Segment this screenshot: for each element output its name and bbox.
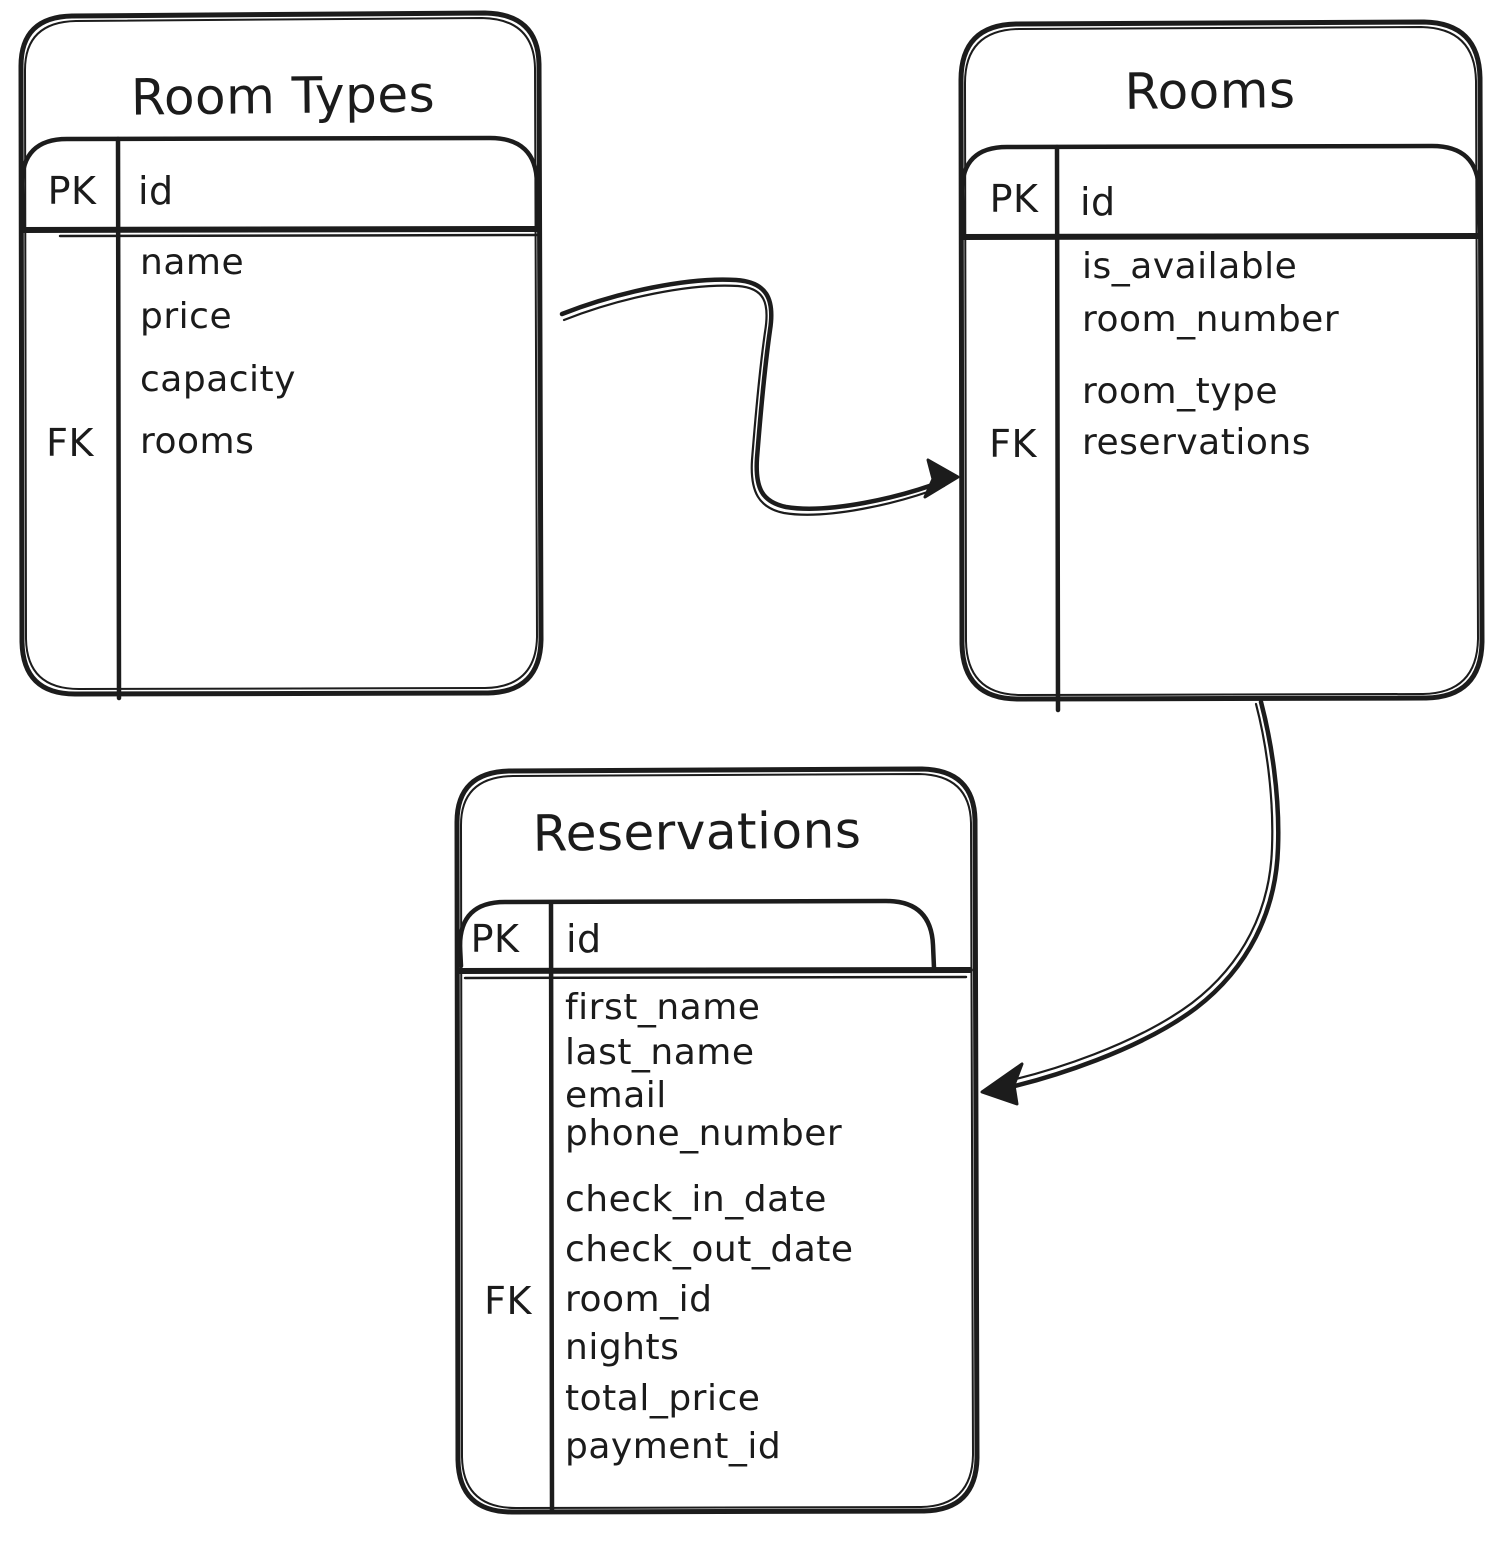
reservations-field: room_id: [565, 1279, 713, 1320]
reservations-field: phone_number: [565, 1113, 843, 1154]
reservations-header-box: [457, 898, 937, 971]
room-types-field: rooms: [140, 421, 255, 462]
reservations-field: payment_id: [565, 1426, 782, 1467]
reservations-field: email: [565, 1075, 667, 1116]
table-room-types[interactable]: [18, 10, 544, 701]
rooms-key-divider: [1054, 144, 1061, 713]
reservations-field: check_out_date: [565, 1229, 854, 1270]
table-rooms[interactable]: [958, 19, 1485, 713]
rooms-field: reservations: [1082, 422, 1311, 463]
room-types-field: price: [140, 296, 233, 337]
reservations-field: first_name: [565, 987, 761, 1028]
arrow-rooms-to-reservations: [995, 699, 1281, 1093]
reservations-outline-sketch: [460, 773, 974, 1509]
reservations-key-divider: [548, 900, 555, 1514]
room-types-key-divider: [115, 136, 122, 701]
room-types-header-box: [19, 135, 541, 231]
reservations-outline: [454, 766, 980, 1515]
rooms-field: room_type: [1082, 371, 1279, 412]
arrowhead-rooms: [923, 458, 960, 499]
room-types-outline: [18, 10, 544, 697]
reservations-title: Reservations: [532, 801, 862, 863]
reservations-header-separator: [456, 967, 973, 974]
reservations-field: check_in_date: [565, 1179, 827, 1220]
rooms-header-box: [959, 143, 1483, 237]
arrow-room-types-to-rooms-sketch: [562, 284, 946, 516]
reservations-field: last_name: [565, 1032, 755, 1073]
room-types-title: Room Types: [130, 65, 436, 127]
room-types-pk-label: PK: [47, 169, 97, 213]
reservations-header-separator-sketch: [463, 975, 968, 980]
room-types-pk-field: id: [138, 169, 174, 213]
reservations-fk-label: FK: [484, 1279, 532, 1323]
rooms-pk-field: id: [1080, 180, 1116, 224]
room-types-field: capacity: [140, 359, 296, 400]
relationship-rooms-to-reservations[interactable]: [980, 699, 1281, 1106]
table-reservations[interactable]: [454, 766, 980, 1515]
rooms-outline-sketch: [964, 26, 1479, 696]
rooms-header-separator: [959, 233, 1483, 240]
reservations-pk-label: PK: [470, 917, 520, 961]
rooms-fk-label: FK: [989, 422, 1037, 466]
rooms-title: Rooms: [1124, 61, 1296, 121]
arrowhead-reservations: [980, 1062, 1024, 1106]
rooms-pk-label: PK: [989, 177, 1039, 221]
rooms-field: is_available: [1082, 246, 1298, 287]
room-types-fk-label: FK: [46, 421, 94, 465]
room-types-field: name: [140, 242, 245, 283]
room-types-outline-sketch: [24, 17, 538, 690]
room-types-header-separator-sketch: [58, 233, 539, 238]
relationship-room-types-to-rooms[interactable]: [559, 277, 960, 516]
reservations-field: total_price: [565, 1378, 761, 1419]
reservations-pk-field: id: [566, 917, 602, 961]
arrow-rooms-to-reservations-sketch: [996, 702, 1274, 1085]
rooms-outline: [958, 19, 1485, 702]
arrow-room-types-to-rooms: [559, 277, 949, 511]
room-types-header-separator: [19, 226, 542, 233]
reservations-field: nights: [565, 1327, 680, 1368]
rooms-field: room_number: [1082, 299, 1340, 340]
